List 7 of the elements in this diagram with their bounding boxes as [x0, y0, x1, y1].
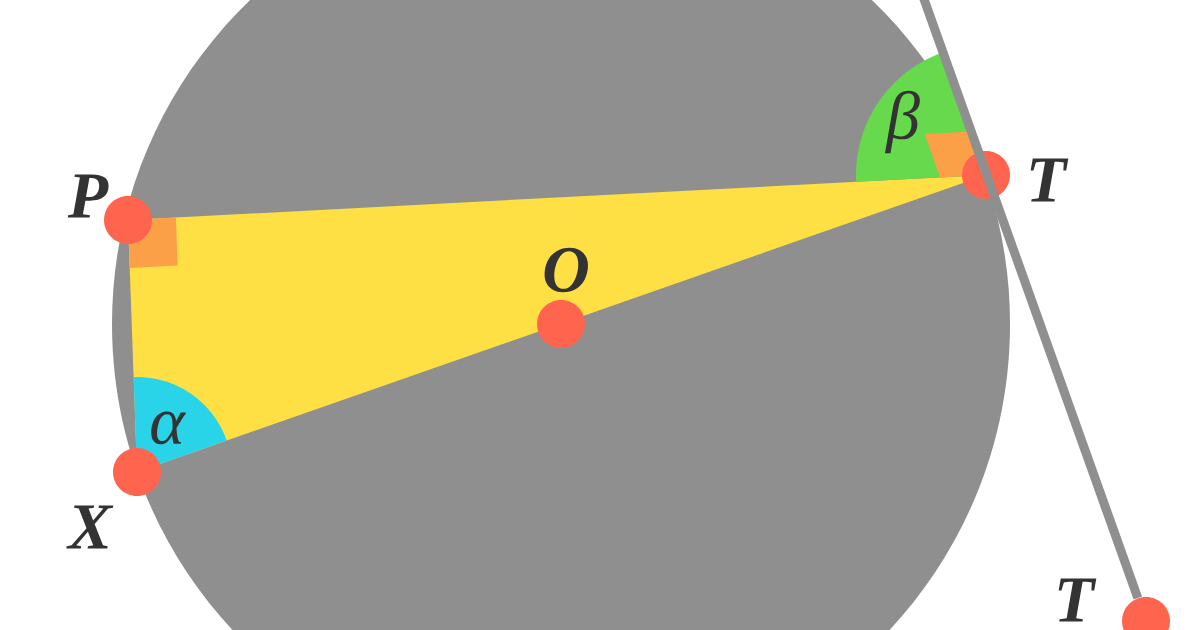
- point-label: T: [1058, 578, 1097, 622]
- point-label: T: [1030, 158, 1069, 202]
- angle-label: α: [151, 411, 186, 445]
- angle-label: β: [884, 90, 920, 154]
- point-label: X: [66, 505, 114, 549]
- point-label: O: [544, 247, 588, 293]
- point-label: P: [67, 174, 109, 218]
